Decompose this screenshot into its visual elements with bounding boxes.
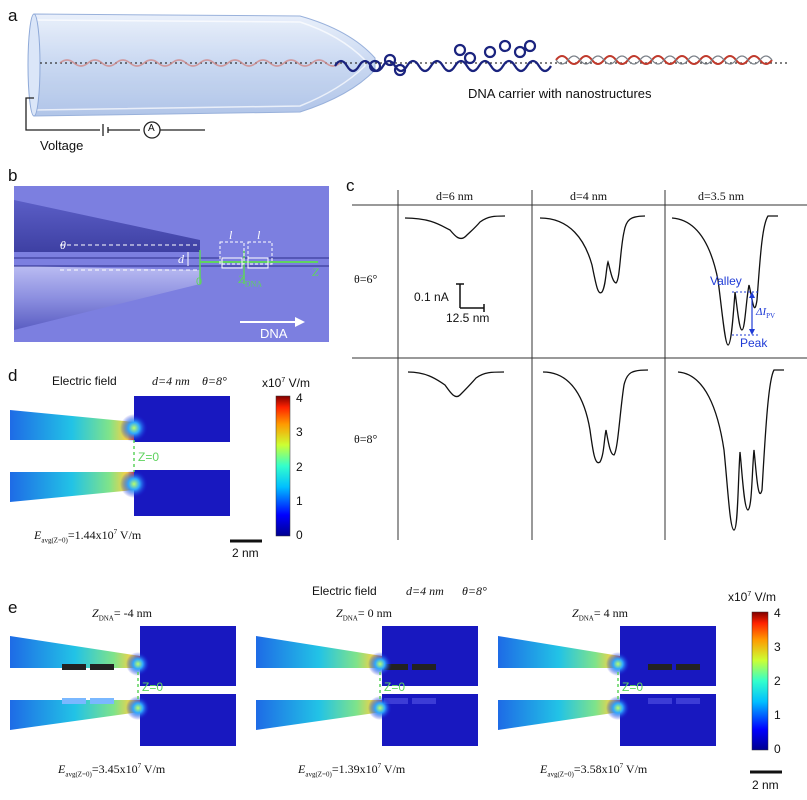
trace-d6-theta8 [407,371,505,398]
scale-length: 12.5 nm [446,311,490,325]
trace-d6-theta6 [404,215,506,240]
panel-b-background [14,186,329,342]
zdna-label: ZDNA [238,272,263,289]
sim2-zline: Z=0 [384,680,406,694]
panel-e-title: Electric field [312,584,377,598]
panel-e-d: d=4 nm [406,584,444,598]
panel-a [25,13,790,139]
sim3-zdna: ZDNA= 4 nm [572,606,628,623]
panel-a-label: a [8,6,18,25]
valley-label: Valley [710,274,742,288]
panel-e-colorbar-unit: x107 V/m [728,590,776,604]
panel-e-scalebar: 2 nm [752,778,779,792]
trace-d4-theta6 [539,215,646,294]
sim2-eavg: Eavg(Z=0)=1.39x107 V/m [298,762,406,779]
panel-d-colorbar-unit: x107 V/m [262,376,310,390]
panel-a-caption: DNA carrier with nanostructures [468,86,652,101]
peak-label: Peak [740,336,768,350]
sim-e3 [498,626,716,746]
panel-e-tick-4: 4 [774,606,781,620]
panel-d-scalebar: 2 nm [232,546,259,560]
panel-e-tick-3: 3 [774,640,781,654]
panel-c-label: c [346,176,355,195]
panel-d-theta: θ=8° [202,374,227,388]
row-theta8: θ=8° [354,432,378,446]
panel-d-tick-0: 0 [296,528,303,542]
trace-d35-theta6 [671,215,778,346]
dna-strand-left [59,59,341,67]
sim3-zline: Z=0 [622,680,644,694]
scale-current: 0.1 nA [414,290,449,304]
pipette-wall-lower [14,266,200,330]
col-d35: d=3.5 nm [698,189,745,203]
voltage-label: Voltage [40,138,84,153]
col-d4: d=4 nm [570,189,608,203]
sim1-zdna: ZDNA= -4 nm [92,606,152,623]
sim-e2 [256,626,478,746]
panel-d-d: d=4 nm [152,374,190,388]
z-label: Z [312,265,319,279]
zero-label: 0 [196,276,203,288]
panel-b-label: b [8,166,18,185]
trace-d35-theta8 [677,369,784,531]
sim3-eavg: Eavg(Z=0)=3.58x107 V/m [540,762,648,779]
row-theta6: θ=6° [354,272,378,286]
panel-d-tick-2: 2 [296,460,303,474]
ammeter-label: A [148,123,155,134]
panel-e-tick-0: 0 [774,742,781,756]
d-label: d [178,252,184,266]
dna-direction-label: DNA [260,326,288,341]
l2-label: l [257,228,261,242]
nanopipette [29,13,376,117]
sim-e1 [10,626,236,746]
delta-ipv-label: ΔIPV [756,306,776,321]
panel-c [352,190,807,540]
pipette-wall-upper [14,200,200,252]
colorbar-e [751,611,769,751]
panel-e-tick-2: 2 [774,674,781,688]
l1-label: l [229,228,233,242]
theta-label: θ [60,238,66,252]
sim1-zline: Z=0 [142,680,164,694]
panel-d-tick-4: 4 [296,391,303,405]
panel-d-eavg: Eavg(Z=0)=1.44x107 V/m [34,528,142,545]
panel-d-tick-3: 3 [296,425,303,439]
panel-e [10,611,782,774]
sim1-eavg: Eavg(Z=0)=3.45x107 V/m [58,762,166,779]
panel-d [10,395,291,543]
panel-e-tick-1: 1 [774,708,781,722]
panel-d-title: Electric field [52,374,117,388]
col-d6: d=6 nm [436,189,474,203]
panel-e-theta: θ=8° [462,584,487,598]
dna-nanostructures [334,39,552,77]
panel-d-zline: Z=0 [138,450,160,464]
panel-d-tick-1: 1 [296,494,303,508]
colorbar-d [275,395,291,537]
panel-b [14,186,329,342]
panel-e-label: e [8,598,18,617]
panel-d-label: d [8,366,18,385]
sim2-zdna: ZDNA= 0 nm [336,606,392,623]
circuit [25,97,205,139]
trace-d4-theta8 [542,369,649,464]
